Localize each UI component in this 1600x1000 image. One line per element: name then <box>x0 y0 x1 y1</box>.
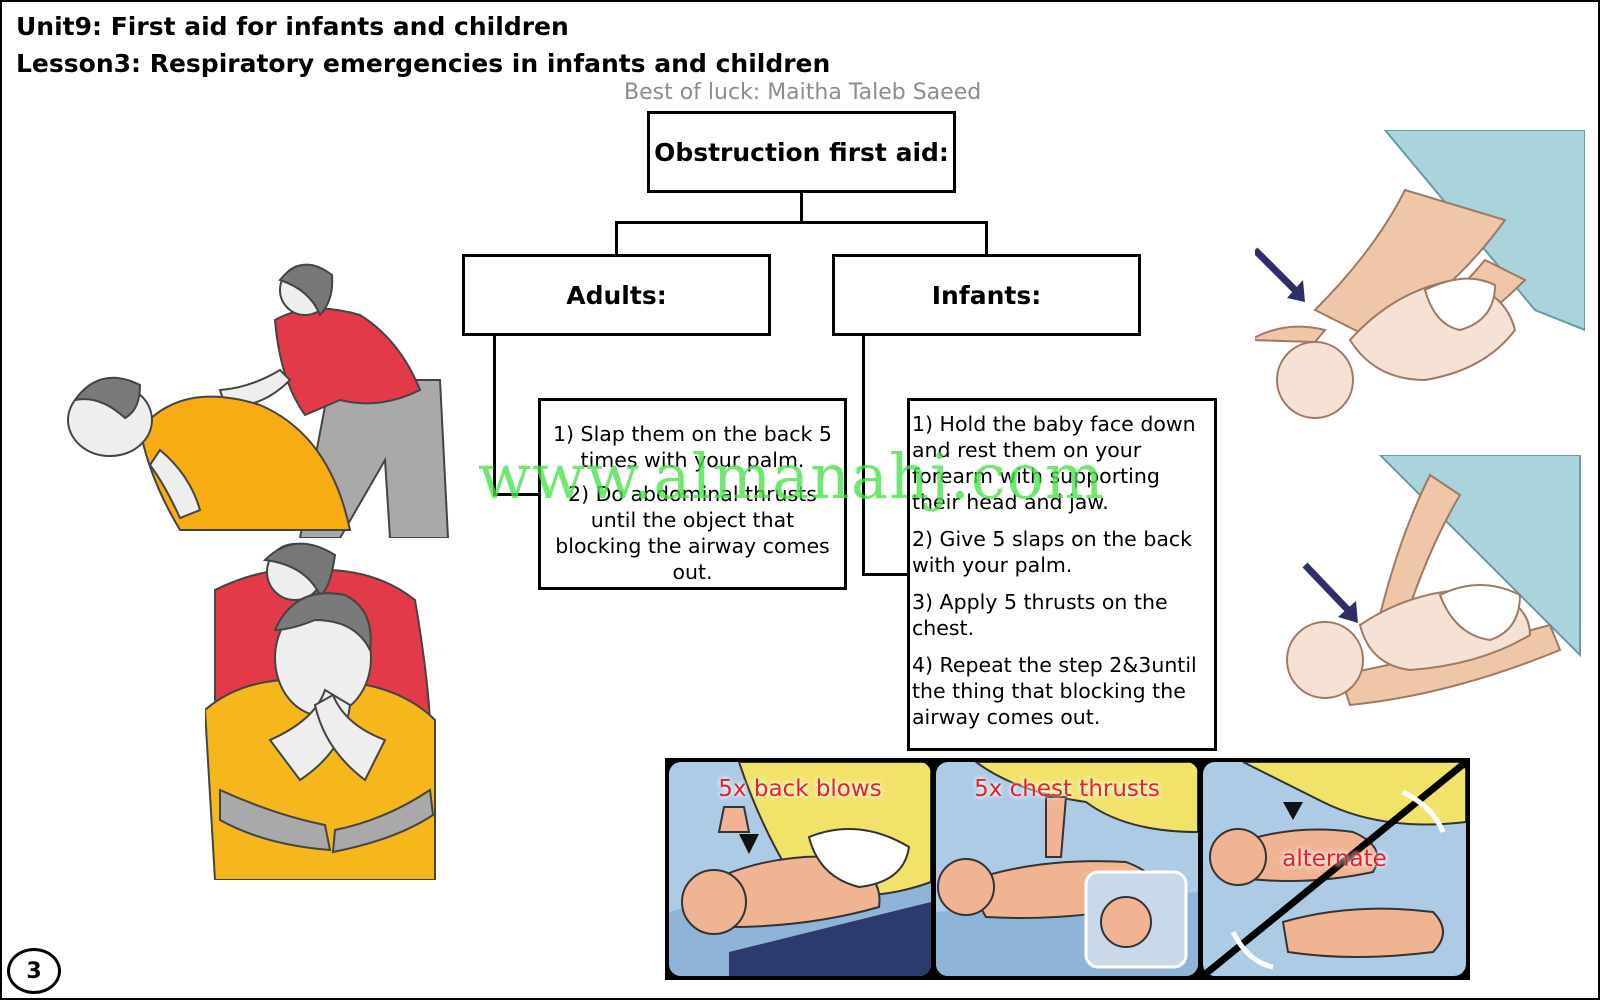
connector-infants-elbow <box>862 573 909 576</box>
chest-thrusts-panel: 5x chest thrusts <box>936 762 1198 976</box>
infant-step: 4) Repeat the step 2&3until the thing th… <box>912 653 1197 729</box>
infants-label: Infants: <box>931 280 1042 310</box>
connector-adults-down <box>615 221 618 256</box>
connector-infants-down <box>985 221 988 256</box>
infants-steps-box: 1) Hold the baby face down and rest them… <box>907 398 1217 751</box>
root-label: Obstruction first aid: <box>654 137 949 167</box>
page-number: 3 <box>7 948 61 994</box>
infant-back-blows-illustration <box>1255 130 1585 419</box>
credit-line: Best of luck: Maitha Taleb Saeed <box>624 80 982 105</box>
adult-step: 1) Slap them on the back 5 times with yo… <box>553 422 832 472</box>
adult-back-blows-illustration <box>40 260 460 538</box>
chest-thrusts-drawing <box>936 762 1198 976</box>
infant-step: 3) Apply 5 thrusts on the chest. <box>912 590 1168 640</box>
connector-adults-vertical <box>493 336 496 496</box>
connector-horizontal <box>615 221 988 224</box>
connector-adults-elbow <box>493 493 540 496</box>
alternate-label: alternate <box>1282 846 1387 872</box>
infant-choking-steps-strip: 5x back blows 5x chest thrusts alternate <box>665 758 1470 980</box>
adults-label: Adults: <box>566 280 667 310</box>
adults-box: Adults: <box>462 254 771 336</box>
adult-step: 2) Do abdominal thrusts until the object… <box>555 482 830 584</box>
adult-abdominal-thrusts-illustration <box>205 540 450 880</box>
alternate-panel: alternate <box>1203 762 1466 976</box>
infant-step: 2) Give 5 slaps on the back with your pa… <box>912 527 1193 577</box>
infant-step: 1) Hold the baby face down and rest them… <box>912 412 1196 514</box>
unit-title: Unit9: First aid for infants and childre… <box>16 12 569 41</box>
adults-steps-box: 1) Slap them on the back 5 times with yo… <box>538 398 847 590</box>
back-blows-panel: 5x back blows <box>669 762 931 976</box>
chest-thrusts-label: 5x chest thrusts <box>974 776 1160 802</box>
infant-chest-thrusts-illustration <box>1286 455 1581 707</box>
lesson-title: Lesson3: Respiratory emergencies in infa… <box>16 49 831 78</box>
connector-infants-vertical <box>862 336 865 576</box>
connector-root-down <box>800 192 803 222</box>
back-blows-drawing <box>669 762 931 976</box>
infants-box: Infants: <box>832 254 1141 336</box>
root-box: Obstruction first aid: <box>647 111 956 193</box>
alternate-drawing <box>1203 762 1466 976</box>
back-blows-label: 5x back blows <box>718 776 882 802</box>
